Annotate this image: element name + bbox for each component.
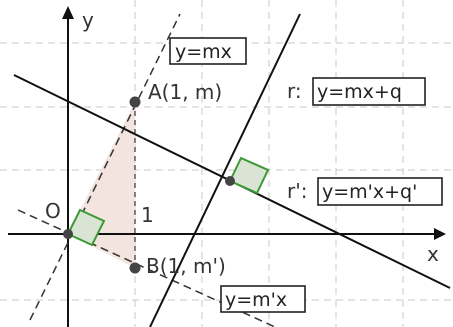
line-r-name: r: bbox=[287, 79, 302, 103]
label-box-y-m-prime-x bbox=[220, 285, 306, 313]
segment-ab-label: 1 bbox=[141, 203, 154, 227]
point-intersection bbox=[225, 176, 235, 186]
label-box-y-mx bbox=[169, 37, 247, 65]
x-axis-arrow bbox=[434, 228, 446, 240]
line-r bbox=[149, 13, 301, 327]
label-r-prime-equation: y=m'x+q' bbox=[322, 181, 417, 203]
point-a-label: A(1, m) bbox=[148, 80, 222, 104]
point-origin bbox=[63, 229, 73, 239]
right-angle-marker-origin bbox=[66, 208, 106, 247]
x-axis-label: x bbox=[427, 242, 439, 266]
point-a bbox=[129, 96, 141, 108]
label-y-m-prime-x: y=m'x bbox=[225, 289, 287, 311]
line-y-mx bbox=[29, 13, 181, 321]
y-axis-arrow bbox=[62, 6, 74, 19]
point-b bbox=[129, 262, 141, 274]
label-box-r bbox=[312, 77, 426, 106]
line-r-prime-name: r': bbox=[287, 179, 307, 203]
y-axis-label: y bbox=[82, 8, 94, 32]
right-angle-marker-intersection bbox=[228, 156, 270, 195]
origin-label: O bbox=[45, 199, 61, 223]
point-b-label: B(1, m') bbox=[146, 254, 226, 278]
label-y-mx: y=mx bbox=[175, 41, 232, 63]
label-box-r-prime bbox=[317, 177, 443, 206]
label-r-equation: y=mx+q bbox=[317, 81, 402, 103]
